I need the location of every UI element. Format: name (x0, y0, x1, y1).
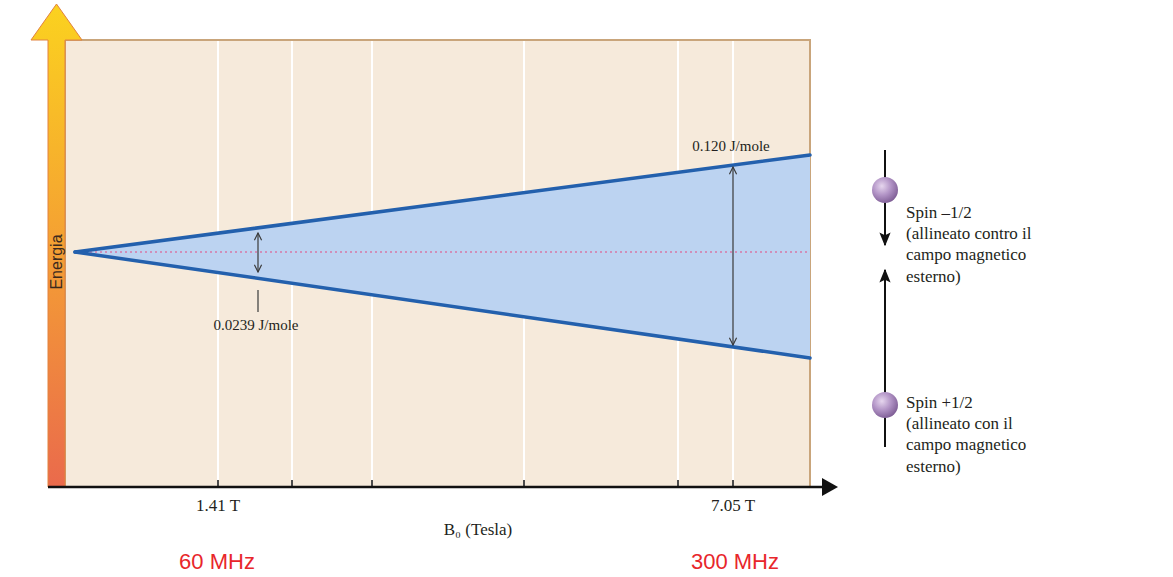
energy-gap-value: 0.120 J/mole (692, 137, 770, 156)
energy-axis-arrow (31, 4, 82, 487)
leader-line (257, 290, 258, 312)
gap-arrow (732, 167, 733, 345)
spin-state-label: Spin –1/2 (906, 202, 972, 223)
frequency-label: 300 MHz (691, 548, 779, 576)
gap-arrow (257, 233, 258, 272)
lower-level-line (75, 252, 810, 358)
nucleus-sphere (872, 177, 898, 203)
zero-field-level (75, 251, 810, 253)
frequency-label: 60 MHz (179, 548, 255, 576)
upper-level-line (75, 155, 810, 252)
nucleus-sphere (872, 392, 898, 418)
axis-title: B₀ (Tesla) (444, 519, 512, 540)
axis-ticks (218, 480, 733, 487)
spin-description: (allineato con il campo magnetico estern… (906, 413, 1056, 477)
plot-ground (65, 40, 810, 487)
split-region (75, 155, 810, 358)
tick-label: 7.05 T (711, 495, 755, 516)
field-axis (48, 486, 826, 489)
spin-description: (allineato contro il campo magnetico est… (906, 223, 1056, 287)
spin-up-arrow (884, 270, 886, 447)
spin-state-label: Spin +1/2 (906, 392, 973, 413)
energy-gap-value: 0.0239 J/mole (214, 316, 299, 335)
axis-title: Energia (47, 234, 67, 289)
axis-arrowhead (822, 478, 838, 496)
tick-label: 1.41 T (196, 495, 240, 516)
